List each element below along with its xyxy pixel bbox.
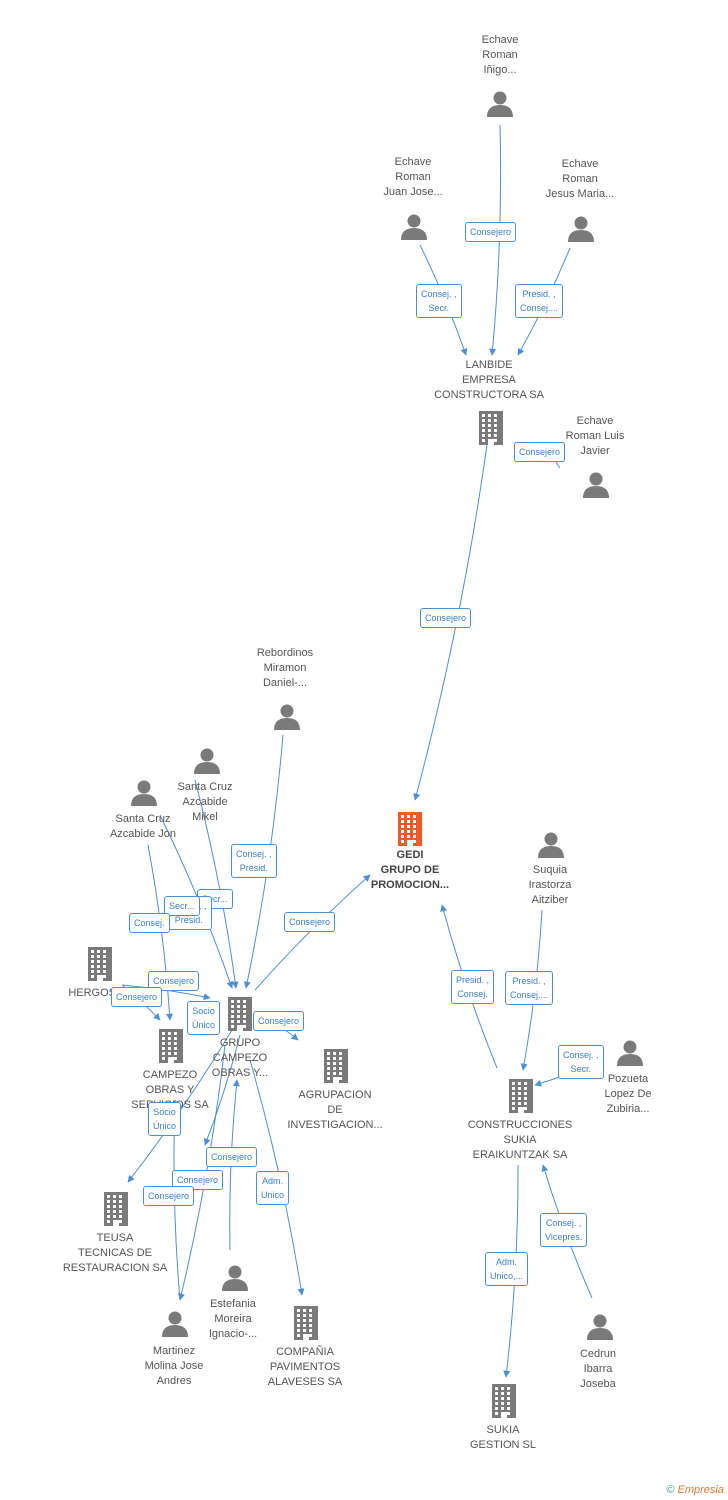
relation-label[interactable]: Consejero (148, 971, 200, 991)
relation-label[interactable]: Adm. Unico (256, 1171, 290, 1205)
node-label-text: Echave Roman Luis Javier (565, 414, 625, 457)
node-label[interactable]: Santa Cruz Azcabide Jon (88, 812, 198, 842)
relation-label[interactable]: Presid. , Consej.... (515, 284, 564, 318)
relation-label[interactable]: Consejero (111, 987, 163, 1007)
node-label[interactable]: GEDI GRUPO DE PROMOCION... (355, 848, 465, 893)
relation-edge (127, 1029, 233, 1183)
relation-edge (254, 874, 371, 991)
node-label[interactable]: Echave Roman Luis Javier (540, 414, 650, 459)
node-label[interactable]: GRUPO CAMPEZO OBRAS Y... (185, 1036, 295, 1081)
relation-label[interactable]: Secr... (164, 896, 200, 916)
relation-label[interactable]: Consejero (253, 1011, 305, 1031)
relation-label[interactable]: Consejero (514, 442, 566, 462)
node-label[interactable]: Rebordinos Miramon Daniel-... (230, 646, 340, 691)
relation-label[interactable]: Consej. (129, 913, 170, 933)
relation-label[interactable]: Presid. , Consej. (451, 970, 495, 1004)
node-label-text: CAMPEZO OBRAS Y SERVICIOS SA (131, 1068, 209, 1111)
relation-label[interactable]: Consej. , Secr. (558, 1045, 604, 1079)
footer-brand: © Empresia (666, 1484, 724, 1496)
node-label-text: SUKIA GESTION SL (469, 1424, 537, 1451)
node-label-text: Martinez Molina Jose Andres (144, 1344, 204, 1387)
relation-label[interactable]: Consejero (206, 1147, 258, 1167)
node-label[interactable]: Pozueta Lopez De Zubiria... (573, 1072, 683, 1117)
node-label-text: Suquia Irastorza Aitziber (528, 863, 572, 906)
node-label-text: Santa Cruz Azcabide Mikel (177, 780, 233, 823)
node-label[interactable]: Echave Roman Jesus Maria... (525, 157, 635, 202)
relation-label[interactable]: Consejero (143, 1186, 195, 1206)
copyright-symbol: © (666, 1484, 675, 1496)
brand-logo: Empresia (677, 1484, 724, 1496)
node-label[interactable]: TEUSA TECNICAS DE RESTAURACION SA (60, 1231, 170, 1276)
relation-label[interactable]: Socio Único (148, 1102, 182, 1136)
node-label[interactable]: Echave Roman Juan Jose... (358, 155, 468, 200)
node-label[interactable]: CONSTRUCCIONES SUKIA ERAIKUNTZAK SA (465, 1118, 575, 1163)
node-label-text: AGRUPACION DE INVESTIGACION... (287, 1088, 383, 1131)
relation-label[interactable]: Consej. , Presid. (231, 844, 277, 878)
relation-label[interactable]: Consej. , Vicepres. (540, 1213, 588, 1247)
relation-label[interactable]: Consejero (420, 608, 472, 628)
node-label-text: TEUSA TECNICAS DE RESTAURACION SA (62, 1231, 168, 1274)
node-label[interactable]: CAMPEZO OBRAS Y SERVICIOS SA (115, 1068, 225, 1113)
node-label-text: Cedrun Ibarra Joseba (579, 1347, 617, 1390)
node-label[interactable]: SUKIA GESTION SL (448, 1423, 558, 1453)
node-label-text: Echave Roman Iñigo... (481, 33, 519, 76)
node-label-text: Rebordinos Miramon Daniel-... (256, 646, 314, 689)
node-label[interactable]: COMPAÑIA PAVIMENTOS ALAVESES SA (250, 1345, 360, 1390)
node-label[interactable]: Santa Cruz Azcabide Mikel (150, 780, 260, 825)
relation-edge (194, 779, 239, 989)
node-label-text: CONSTRUCCIONES SUKIA ERAIKUNTZAK SA (467, 1118, 573, 1161)
node-label[interactable]: LANBIDE EMPRESA CONSTRUCTORA SA (434, 358, 544, 403)
node-label-text: GEDI GRUPO DE PROMOCION... (370, 848, 450, 891)
relation-label[interactable]: Consejero (465, 222, 517, 242)
node-label-text: LANBIDE EMPRESA CONSTRUCTORA SA (434, 358, 544, 401)
node-label[interactable]: Estefania Moreira Ignacio-... (178, 1297, 288, 1342)
relation-label[interactable]: Consej. , Secr. (416, 284, 462, 318)
node-label-text: COMPAÑIA PAVIMENTOS ALAVESES SA (267, 1345, 343, 1388)
relation-edge (204, 1034, 241, 1146)
relation-label[interactable]: Consejero (284, 912, 336, 932)
node-label-text: Echave Roman Juan Jose... (383, 155, 443, 198)
node-label[interactable]: Martinez Molina Jose Andres (119, 1344, 229, 1389)
relation-label[interactable]: Presid. , Consej.... (505, 971, 554, 1005)
node-label-text: Santa Cruz Azcabide Jon (109, 813, 177, 840)
node-label-text: Pozueta Lopez De Zubiria... (604, 1072, 652, 1115)
node-label[interactable]: Echave Roman Iñigo... (445, 33, 555, 78)
relation-label[interactable]: Adm. Unico,... (485, 1252, 529, 1286)
node-label[interactable]: AGRUPACION DE INVESTIGACION... (280, 1088, 390, 1133)
node-label[interactable]: Cedrun Ibarra Joseba (543, 1347, 653, 1392)
node-label-text: GRUPO CAMPEZO OBRAS Y... (211, 1036, 269, 1079)
relation-label[interactable]: Consejero (172, 1170, 224, 1190)
node-label-text: Estefania Moreira Ignacio-... (208, 1297, 258, 1340)
node-label-text: Echave Roman Jesus Maria... (545, 157, 615, 200)
relation-label[interactable]: Socio Único (187, 1001, 221, 1035)
node-label[interactable]: Suquia Irastorza Aitziber (495, 863, 605, 908)
